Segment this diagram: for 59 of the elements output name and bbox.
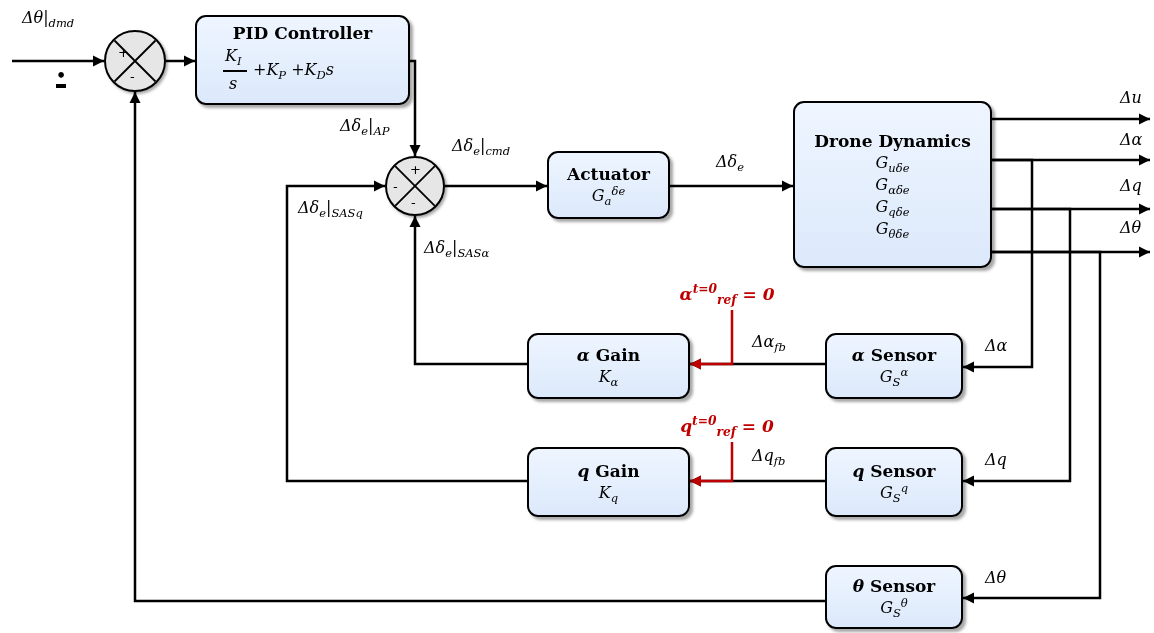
- edge-label: Δθ: [1120, 218, 1142, 238]
- edge-label: Δδ$_{e}$|$_{cmd}$: [452, 136, 511, 156]
- block-box: [547, 151, 670, 219]
- block-box: [825, 565, 963, 629]
- edge-label: Δq$_{fb}$: [752, 446, 786, 466]
- transfer-function: G$_{uδe}$: [875, 151, 910, 174]
- connector-arrow: [166, 55, 195, 67]
- connector-arrow: [285, 180, 527, 483]
- block-box: [825, 447, 963, 517]
- transfer-function: G$_{θδe}$: [875, 218, 910, 240]
- sign-symbol: -: [130, 70, 135, 84]
- sign-symbol: +: [410, 163, 421, 177]
- block-box: [793, 101, 992, 268]
- connector-arrow: [963, 158, 1034, 373]
- block-title: α Sensor: [851, 344, 937, 366]
- transfer-function: G$_{qδe}$: [875, 195, 910, 218]
- formula-term: K$_{I}$: [225, 45, 242, 67]
- connector-arrow: [445, 180, 547, 192]
- sign-symbol: -: [411, 196, 416, 210]
- transfer-function: K$_{q}$: [598, 482, 619, 504]
- connector-arrow: [690, 442, 734, 487]
- edge-label: Δα: [985, 336, 1008, 356]
- edge-label: Δδ$_{e}$: [716, 152, 744, 172]
- formula-term: +K$_{P}$ +K$_{D}$s: [253, 59, 334, 81]
- edge-label: Δu: [1120, 88, 1142, 108]
- transfer-function: G$_{αδe}$: [875, 173, 910, 196]
- transfer-function: K$_{α}$: [598, 366, 619, 388]
- edge-label: Δδ$_{e}$|$_{AP}$: [340, 116, 390, 136]
- edge-label: Δθ: [985, 568, 1007, 588]
- connector-arrow: [963, 250, 1102, 604]
- bullet-mark: •: [56, 68, 67, 88]
- connector-arrow: [963, 207, 1072, 487]
- edge-label: Δq: [985, 450, 1007, 470]
- edge-label: Δδ$_{e}$|$_{SASα}$: [424, 238, 490, 258]
- block-box: [825, 333, 963, 399]
- block-title: α Gain: [576, 344, 641, 366]
- block-title: Drone Dynamics: [814, 129, 971, 152]
- connector-arrow: [690, 310, 734, 370]
- block-title: θ Sensor: [852, 575, 936, 597]
- formula-term: s: [229, 73, 238, 95]
- block-title: q Sensor: [852, 460, 936, 482]
- signal-arrow: [12, 55, 104, 67]
- connector-arrow: [670, 180, 793, 192]
- block-title: q Gain: [577, 460, 640, 482]
- signal-arrow: [992, 113, 1150, 125]
- edge-label: Δα$_{fb}$: [752, 332, 786, 352]
- sign-symbol: -: [393, 180, 398, 194]
- connector-arrow: [409, 59, 421, 156]
- edge-label: Δα: [1120, 130, 1143, 150]
- controller-box: [195, 15, 410, 105]
- connector-arrow: [409, 216, 527, 366]
- edge-label: Δθ|$_{dmd}$: [22, 8, 75, 28]
- block-box: [527, 447, 690, 517]
- block-title: PID Controller: [231, 22, 374, 44]
- edge-label: Δδ$_{e}$|$_{SASq}$: [298, 198, 363, 218]
- connector-arrow: [129, 92, 825, 603]
- block-box: [527, 333, 690, 399]
- edge-label: Δq: [1120, 176, 1142, 196]
- block-title: Actuator: [567, 163, 650, 185]
